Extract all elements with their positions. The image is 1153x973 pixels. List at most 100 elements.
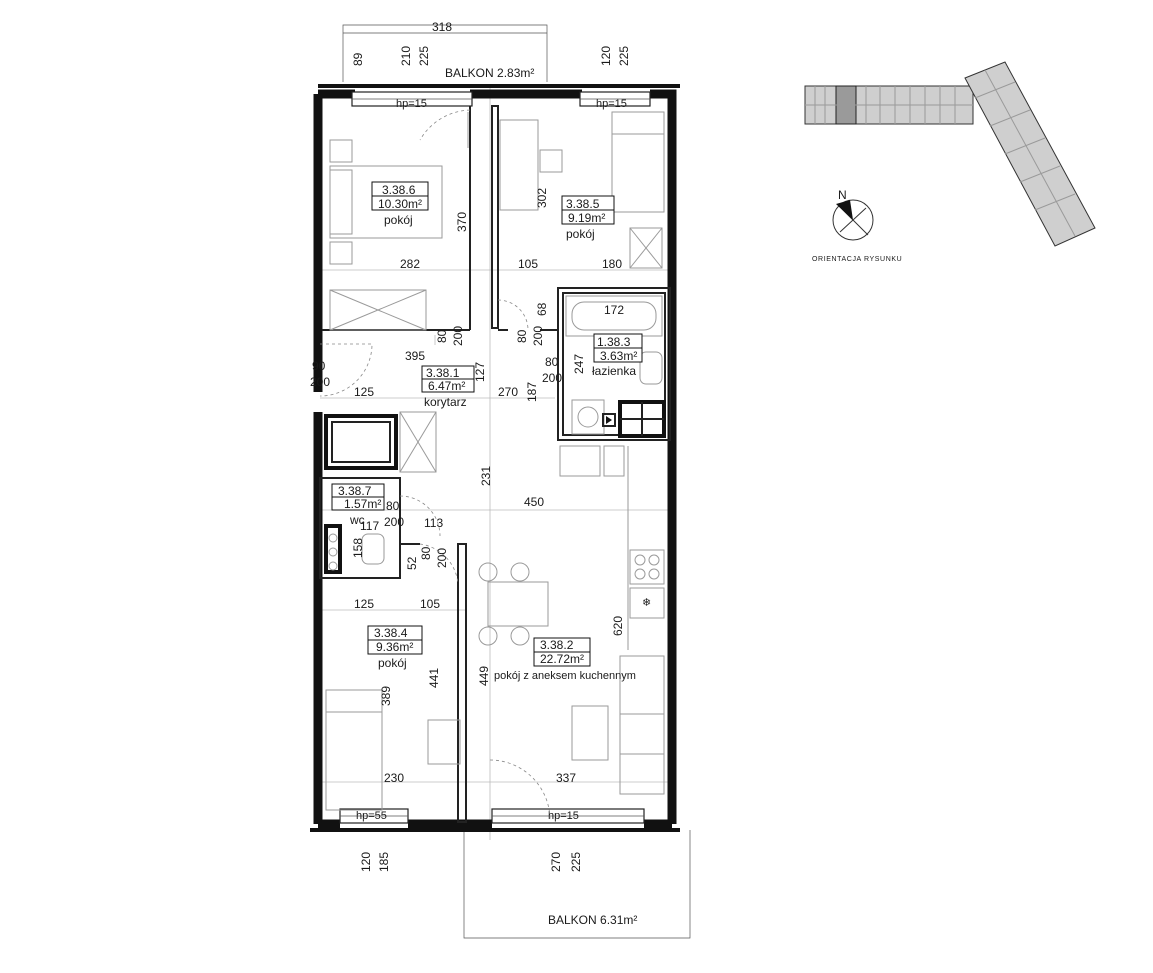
- dim-bath-door-c: 200: [542, 371, 562, 385]
- dim-door6-b: 200: [451, 326, 465, 346]
- room-label-1-38-3: 1.38.3 3.63m² łazienka: [592, 333, 643, 378]
- top-balcony-label: BALKON 2.83m²: [445, 66, 534, 80]
- room-area: 9.19m²: [568, 211, 605, 225]
- dim-kitchen-length: 620: [611, 616, 625, 636]
- dim-door4-d: 200: [435, 548, 449, 568]
- room-name: łazienka: [592, 364, 636, 378]
- building-outline: [804, 61, 1096, 247]
- outer-walls: [310, 84, 680, 832]
- dim-entry-a: 90: [312, 359, 326, 373]
- dim-wc-door-b: 200: [384, 515, 404, 529]
- corridor-wardrobe: [319, 343, 437, 473]
- room-area: 3.63m²: [600, 349, 637, 363]
- dim-bath-width: 172: [604, 303, 624, 317]
- room-label-3-38-2: 3.38.2 22.72m² pokój z aneksem kuchennym: [494, 637, 636, 682]
- dim-kitchen-wall: 231: [479, 466, 493, 486]
- dim-bottom-right-b: 225: [569, 852, 583, 872]
- wc-fixtures: [324, 495, 441, 574]
- dim-door4-a: 113: [424, 516, 443, 530]
- dim-bottom-left-a: 120: [359, 852, 373, 872]
- room-area: 9.36m²: [376, 640, 413, 654]
- dim-wc-width: 117: [360, 519, 379, 533]
- room-area: 6.47m²: [428, 379, 465, 393]
- room-number: 3.38.4: [374, 626, 408, 640]
- dimensions-interior: 282 370 105 180 302 172 247 68 80 200 80…: [310, 188, 625, 785]
- top-balcony: 318 BALKON 2.83m²: [342, 20, 548, 82]
- dining-furniture: [478, 562, 609, 821]
- room-label-3-38-7: 3.38.7 1.57m² wc: [331, 483, 385, 527]
- bottom-balcony: BALKON 6.31m²: [463, 830, 691, 939]
- room-area: 22.72m²: [540, 652, 584, 666]
- room-number: 3.38.6: [382, 183, 416, 197]
- dim-top-right-b: 225: [617, 46, 631, 66]
- room-number: 3.38.7: [338, 484, 372, 498]
- room-number: 1.38.3: [597, 335, 631, 349]
- key-plan: N ORIENTACJA RYSUNKU: [804, 61, 1096, 263]
- dim-door5-b: 200: [531, 326, 545, 346]
- dim-room4-left: 125: [354, 597, 374, 611]
- room-name: korytarz: [424, 395, 467, 409]
- kitchen-units: ❄: [559, 445, 665, 795]
- dim-wc-height: 158: [351, 538, 365, 558]
- dim-entry-b: 200: [310, 375, 330, 389]
- dim-room5-height: 302: [535, 188, 549, 208]
- dim-top-right-a: 120: [599, 46, 613, 66]
- furniture-room-4: [325, 543, 461, 811]
- dim-bottom-left-b: 185: [377, 852, 391, 872]
- key-plan-caption: ORIENTACJA RYSUNKU: [812, 256, 902, 263]
- dim-room5-gap: 105: [518, 257, 538, 271]
- dimensions-top: 89 210 225 120 225: [351, 46, 631, 66]
- dim-top-left-b: 210: [399, 46, 413, 66]
- dim-room4-right: 105: [420, 597, 440, 611]
- dim-top-left-a: 89: [351, 52, 365, 66]
- dim-door4-c: 80: [419, 546, 433, 560]
- dim-corr-width: 395: [405, 349, 425, 363]
- window-top-left-label: hp=15: [396, 98, 427, 110]
- dim-bath-door-a: 68: [535, 302, 549, 316]
- dim-wc-door-a: 80: [386, 499, 400, 513]
- dim-corr-left: 125: [354, 385, 374, 399]
- dim-room4-h1: 389: [379, 686, 393, 706]
- room-name: pokój: [384, 213, 413, 227]
- window-top-right-label: hp=15: [596, 98, 627, 110]
- furniture-room-5: [497, 111, 665, 331]
- dim-living-height: 449: [477, 666, 491, 686]
- dim-living-width: 450: [524, 495, 544, 509]
- dimensions-bottom: 120 185 270 225: [359, 852, 583, 872]
- dim-corr-height: 127: [473, 362, 487, 382]
- furniture-room-6: [329, 109, 471, 331]
- windows: hp=15 hp=15 hp=55 hp=15: [339, 91, 651, 824]
- dim-corr-mid: 270: [498, 385, 518, 399]
- room-name: pokój: [566, 227, 595, 241]
- room-area: 1.57m²: [344, 497, 381, 511]
- room-number: 3.38.1: [426, 366, 460, 380]
- window-bottom-right-label: hp=15: [548, 810, 579, 822]
- fridge-icon: ❄: [642, 597, 651, 609]
- room-label-3-38-5: 3.38.5 9.19m² pokój: [561, 195, 615, 241]
- dim-room4-bottom: 230: [384, 771, 404, 785]
- top-balcony-width-dim: 318: [432, 20, 452, 34]
- dim-bottom-right-a: 270: [549, 852, 563, 872]
- room-label-3-38-4: 3.38.4 9.36m² pokój: [367, 625, 423, 670]
- dim-room5-width: 180: [602, 257, 622, 271]
- dim-room6-width: 282: [400, 257, 420, 271]
- room-name: wc: [349, 513, 365, 527]
- room-label-3-38-6: 3.38.6 10.30m² pokój: [371, 181, 429, 227]
- dim-room4-h2: 441: [427, 668, 441, 688]
- window-bottom-left-label: hp=55: [356, 810, 387, 822]
- room-label-3-38-1: 3.38.1 6.47m² korytarz: [421, 365, 475, 409]
- partitions: [319, 105, 671, 823]
- dim-corr-depth: 187: [525, 382, 539, 402]
- dim-door4-b: 52: [405, 556, 419, 570]
- room-number: 3.38.2: [540, 638, 574, 652]
- dim-door5-a: 80: [515, 329, 529, 343]
- bottom-balcony-label: BALKON 6.31m²: [548, 913, 637, 927]
- room-name: pokój: [378, 656, 407, 670]
- room-name: pokój z aneksem kuchennym: [494, 670, 636, 682]
- dim-top-left-c: 225: [417, 46, 431, 66]
- north-icon: N: [838, 188, 847, 202]
- dim-bath-door-b: 80: [545, 355, 559, 369]
- dim-room6-height: 370: [455, 212, 469, 232]
- room-area: 10.30m²: [378, 197, 422, 211]
